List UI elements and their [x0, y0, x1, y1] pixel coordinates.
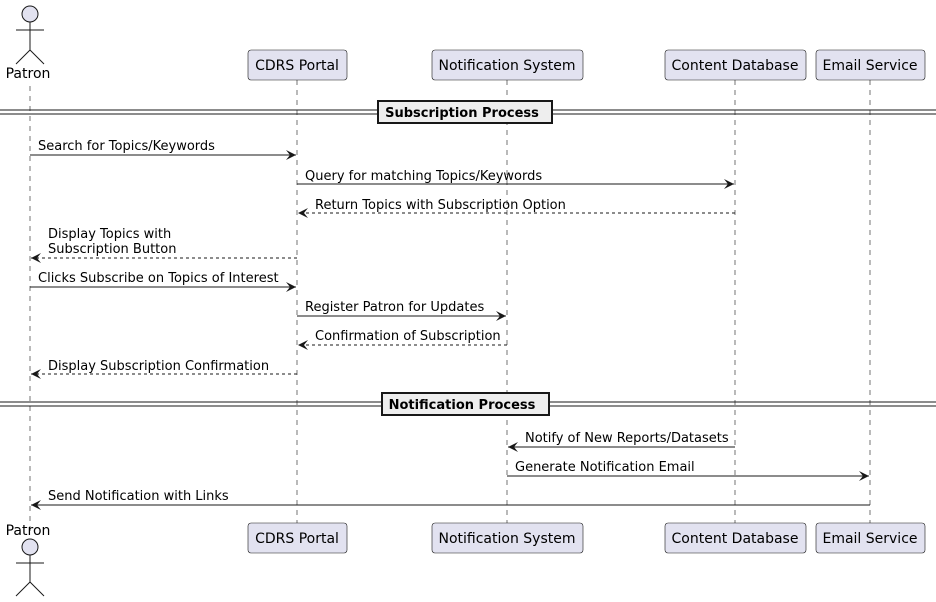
participant-label: Patron [6, 523, 51, 539]
participant-label: Notification System [439, 531, 576, 547]
message-clicks-subscribe: Clicks Subscribe on Topics of Interest [30, 271, 296, 292]
participant-box [431, 522, 584, 554]
section-label: Notification Process [389, 398, 536, 413]
message-label: Subscription Button [48, 242, 176, 257]
message-send-notification: Send Notification with Links [31, 489, 870, 510]
message-label: Clicks Subscribe on Topics of Interest [38, 271, 279, 286]
message-label: Search for Topics/Keywords [38, 139, 215, 154]
message-label: Display Topics with [48, 227, 171, 242]
participant-label: Email Service [822, 531, 917, 547]
section-label: Subscription Process [385, 106, 539, 121]
participant-label: Patron [6, 66, 51, 82]
participant-content-bottom: Content Database [664, 522, 807, 554]
actor-icon [15, 5, 45, 65]
participant-portal-top: CDRS Portal [247, 49, 348, 81]
participant-email-bottom: Email Service [815, 522, 926, 554]
section-divider-subscription: Subscription Process [0, 100, 936, 124]
participant-box [815, 49, 926, 81]
participant-email-top: Email Service [815, 49, 926, 81]
message-register: Register Patron for Updates [297, 300, 506, 321]
participant-box [664, 49, 807, 81]
participant-label: Email Service [822, 58, 917, 74]
message-label: Register Patron for Updates [305, 300, 484, 315]
message-label: Query for matching Topics/Keywords [305, 169, 542, 184]
message-label: Display Subscription Confirmation [48, 359, 269, 374]
message-return-topics: Return Topics with Subscription Option [298, 198, 735, 218]
participant-patron-top: Patron [6, 5, 51, 82]
divider-label-box [381, 392, 550, 416]
participant-label: CDRS Portal [255, 531, 339, 547]
message-display-confirmation: Display Subscription Confirmation [31, 359, 297, 379]
message-label: Notify of New Reports/Datasets [525, 431, 729, 446]
lifelines [29, 80, 871, 533]
participant-box [664, 522, 807, 554]
message-query: Query for matching Topics/Keywords [297, 169, 734, 189]
participant-label: Notification System [439, 58, 576, 74]
participant-notify-top: Notification System [431, 49, 584, 81]
participant-box [247, 49, 348, 81]
participant-box [247, 522, 348, 554]
divider-label-box [377, 100, 553, 124]
section-divider-notification: Notification Process [0, 392, 936, 416]
participant-notify-bottom: Notification System [431, 522, 584, 554]
participant-portal-bottom: CDRS Portal [247, 522, 348, 554]
message-confirmation: Confirmation of Subscription [298, 329, 507, 350]
message-label: Generate Notification Email [515, 460, 695, 475]
message-notify-new: Notify of New Reports/Datasets [508, 431, 735, 452]
participant-content-top: Content Database [664, 49, 807, 81]
actor-icon [15, 538, 45, 597]
message-label: Return Topics with Subscription Option [315, 198, 566, 213]
participant-label: CDRS Portal [255, 58, 339, 74]
participant-box [431, 49, 584, 81]
message-generate-email: Generate Notification Email [507, 460, 869, 481]
participant-patron-bottom: Patron [6, 523, 51, 597]
message-label: Confirmation of Subscription [315, 329, 501, 344]
participant-label: Content Database [672, 531, 799, 547]
message-display-topics: Display Topics with Subscription Button [31, 227, 297, 263]
message-search: Search for Topics/Keywords [30, 139, 296, 160]
participant-label: Content Database [672, 58, 799, 74]
message-label: Send Notification with Links [48, 489, 229, 504]
participant-box [815, 522, 926, 554]
